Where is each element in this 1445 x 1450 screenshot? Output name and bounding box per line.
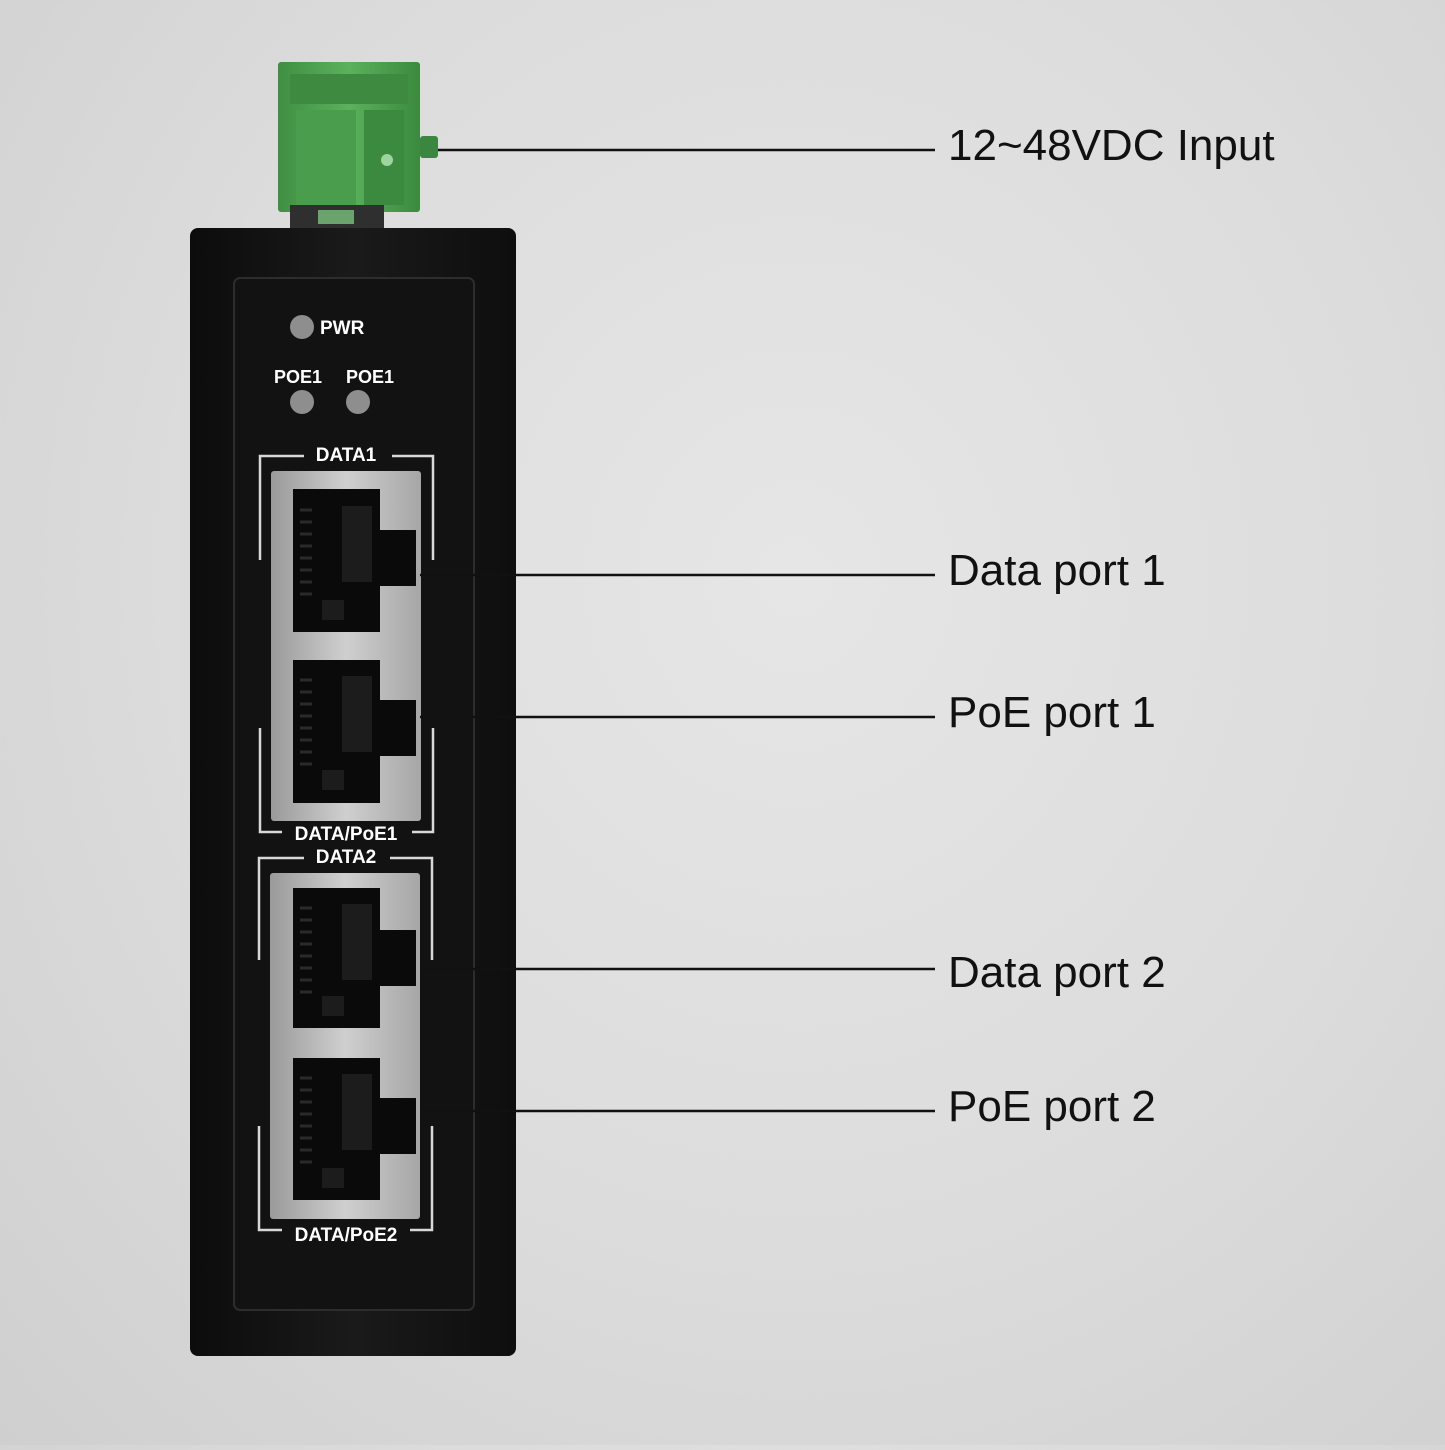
- poe-port-2[interactable]: [293, 1058, 416, 1200]
- data-poe1-label: DATA/PoE1: [295, 824, 398, 845]
- pwr-led: [290, 315, 314, 339]
- callout-lines: [420, 148, 935, 1113]
- port-group-2: DATA2 DATA/PoE2: [257, 847, 434, 1246]
- poe-port-1[interactable]: [293, 660, 416, 803]
- led-panel: PWR POE1 POE1: [274, 315, 394, 414]
- data-port-2[interactable]: [293, 888, 416, 1028]
- callout-poe-port-1: PoE port 1: [948, 688, 1156, 737]
- callout-poe-port-2: PoE port 2: [948, 1082, 1156, 1131]
- data-port-1[interactable]: [293, 489, 416, 632]
- data-poe2-label: DATA/PoE2: [295, 1225, 398, 1246]
- power-terminal-block: [278, 62, 438, 229]
- data1-label: DATA1: [316, 445, 377, 466]
- poe-led-right: [346, 390, 370, 414]
- callout-power-input: 12~48VDC Input: [948, 121, 1275, 170]
- poe-led-right-label: POE1: [346, 367, 394, 387]
- poe-led-left: [290, 390, 314, 414]
- callout-data-port-1: Data port 1: [948, 546, 1166, 595]
- data2-label: DATA2: [316, 847, 377, 868]
- pwr-led-label: PWR: [320, 318, 365, 339]
- poe-led-left-label: POE1: [274, 367, 322, 387]
- port-group-1: DATA1 DATA/PoE1: [258, 445, 435, 845]
- callout-data-port-2: Data port 2: [948, 948, 1166, 997]
